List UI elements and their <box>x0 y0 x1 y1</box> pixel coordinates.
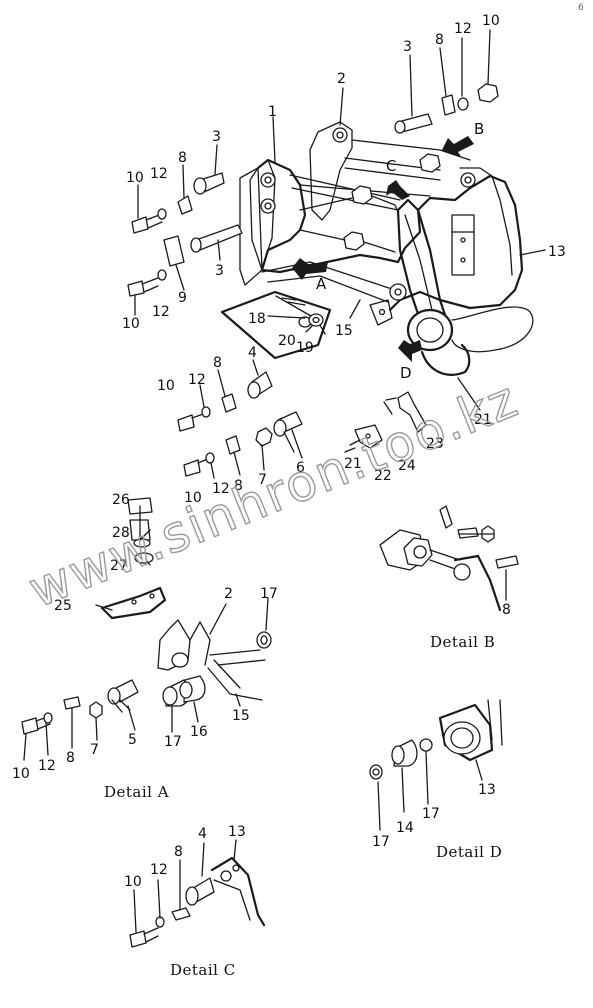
arrow-letter-b: B <box>474 120 484 138</box>
callout: 10 <box>12 766 30 782</box>
pin-6-and-7 <box>255 411 303 471</box>
callout: 24 <box>398 458 416 474</box>
detail-a-caption: Detail A <box>104 783 169 801</box>
callouts-detail-d: 13 17 14 17 Detail D <box>372 782 502 861</box>
arrow-a <box>292 258 328 280</box>
callout: 19 <box>296 340 314 356</box>
watermark: www.sinhron.too.kz <box>21 370 527 619</box>
arrow-letters: A B C D <box>316 120 484 382</box>
plate-8-upper <box>177 164 193 215</box>
arrow-d <box>398 340 422 362</box>
callout: 15 <box>335 323 353 339</box>
pin-3-top <box>394 54 433 134</box>
callout: 1 <box>268 104 277 120</box>
callout: 8 <box>502 602 511 618</box>
callout: 12 <box>152 304 170 320</box>
callout: 8 <box>213 355 222 371</box>
callout: 20 <box>278 333 296 349</box>
bolt-10-right-top <box>439 29 499 116</box>
detail-b-drawing <box>379 505 519 612</box>
callout: 3 <box>403 39 412 55</box>
callout: 4 <box>248 345 257 361</box>
arrow-letter-c: C <box>386 157 396 175</box>
callout: 10 <box>157 378 175 394</box>
callout: 12 <box>150 166 168 182</box>
callout: 23 <box>426 436 444 452</box>
detail-c-caption: Detail C <box>170 961 236 979</box>
callout: 27 <box>110 558 128 574</box>
callouts-detail-a: 26 28 27 25 2 17 17 16 15 5 7 8 12 10 De… <box>12 492 278 801</box>
pin-4 <box>247 359 273 399</box>
callout: 5 <box>128 732 137 748</box>
callout: 15 <box>232 708 250 724</box>
callout: 17 <box>422 806 440 822</box>
callout: 18 <box>248 311 266 327</box>
arrow-letter-a: A <box>316 275 327 293</box>
callout: 4 <box>198 826 207 842</box>
callout: 2 <box>224 586 233 602</box>
callout: 8 <box>435 32 444 48</box>
callout: 10 <box>122 316 140 332</box>
callout: 8 <box>174 844 183 860</box>
callout: 17 <box>372 834 390 850</box>
callout: 12 <box>38 758 56 774</box>
callout: 9 <box>178 290 187 306</box>
detail-c-drawing <box>129 839 266 948</box>
pin-3-lower-left <box>190 224 243 261</box>
callout: 21 <box>474 412 492 428</box>
arrow-b <box>442 136 474 158</box>
arrow-letter-d: D <box>400 364 412 382</box>
callout: 13 <box>548 244 566 260</box>
detail-b-caption: Detail B <box>430 633 495 651</box>
callouts-detail-c: 10 12 8 4 13 Detail C <box>124 824 246 979</box>
corner-mark: 6 <box>578 3 584 13</box>
callout: 28 <box>112 525 130 541</box>
bolt-10-lower-b <box>183 435 241 479</box>
callout: 14 <box>396 820 414 836</box>
callout: 12 <box>188 372 206 388</box>
main-assembly <box>220 87 546 411</box>
callout: 8 <box>66 750 75 766</box>
callout: 17 <box>260 586 278 602</box>
callout: 12 <box>212 481 230 497</box>
callout: 6 <box>296 460 305 476</box>
detail-a-drawing <box>21 497 272 761</box>
callout: 8 <box>234 478 243 494</box>
callout: 3 <box>212 129 221 145</box>
callout: 2 <box>337 71 346 87</box>
callout: 12 <box>454 21 472 37</box>
callout: 26 <box>112 492 130 508</box>
callout: 13 <box>228 824 246 840</box>
callouts-main: 1 2 3 3 3 8 12 10 8 12 10 9 12 10 13 18 … <box>122 13 566 506</box>
callout: 7 <box>258 472 267 488</box>
callout: 17 <box>164 734 182 750</box>
pin-3-upper-left <box>193 144 225 195</box>
bolt-10-mid <box>127 269 167 316</box>
callout: 21 <box>344 456 362 472</box>
callout: 10 <box>184 490 202 506</box>
callout: 10 <box>482 13 500 29</box>
callout: 10 <box>126 170 144 186</box>
detail-d-drawing <box>369 699 503 831</box>
callout: 16 <box>190 724 208 740</box>
arrow-c <box>386 180 410 200</box>
callout: 7 <box>90 742 99 758</box>
callout: 25 <box>54 598 72 614</box>
callout: 12 <box>150 862 168 878</box>
callout: 8 <box>178 150 187 166</box>
callouts-detail-b: 8 Detail B <box>430 602 511 651</box>
bolt-10-upper <box>131 184 167 234</box>
callout: 22 <box>374 468 392 484</box>
parts-21-22-23-24 <box>344 391 427 453</box>
bolt-10-lower-a <box>177 369 237 432</box>
detail-d-caption: Detail D <box>436 843 502 861</box>
callout: 3 <box>215 263 224 279</box>
callout: 13 <box>478 782 496 798</box>
callout: 10 <box>124 874 142 890</box>
plate-9 <box>163 235 185 291</box>
